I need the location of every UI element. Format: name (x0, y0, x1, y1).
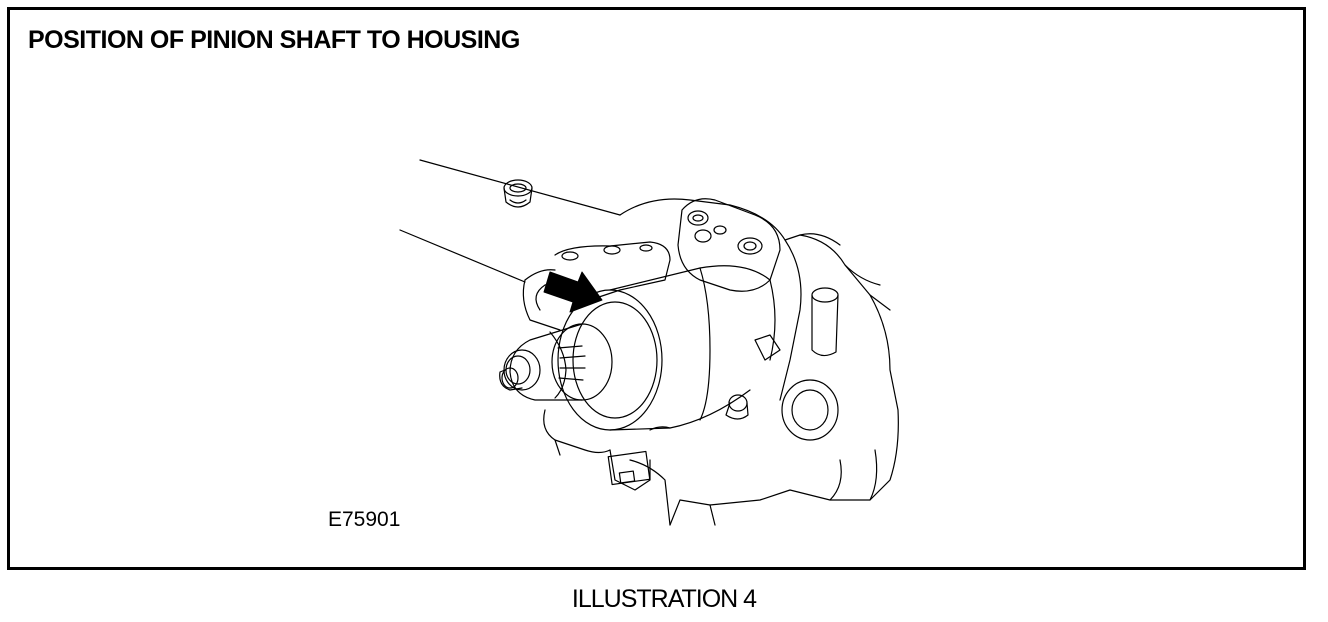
diagram-title: POSITION OF PINION SHAFT TO HOUSING (28, 26, 520, 54)
housing-body (619, 198, 899, 526)
steering-gear-drawing (399, 159, 899, 526)
illustration-caption: ILLUSTRATION 4 (571, 585, 757, 613)
flange-plate (522, 241, 671, 331)
arrow-icon (543, 271, 603, 313)
diagram-frame: POSITION OF PINION SHAFT TO HOUSING (7, 7, 1306, 570)
seal-part (503, 179, 533, 208)
leader-line-lower (399, 229, 526, 283)
lower-lugs (543, 409, 651, 491)
pipe-fittings (725, 287, 839, 441)
pinion-shaft (499, 323, 613, 401)
figure-code: E75901 (328, 508, 401, 531)
valve-body (557, 265, 776, 431)
leader-line-upper (419, 159, 621, 216)
mounting-bracket (677, 198, 781, 292)
